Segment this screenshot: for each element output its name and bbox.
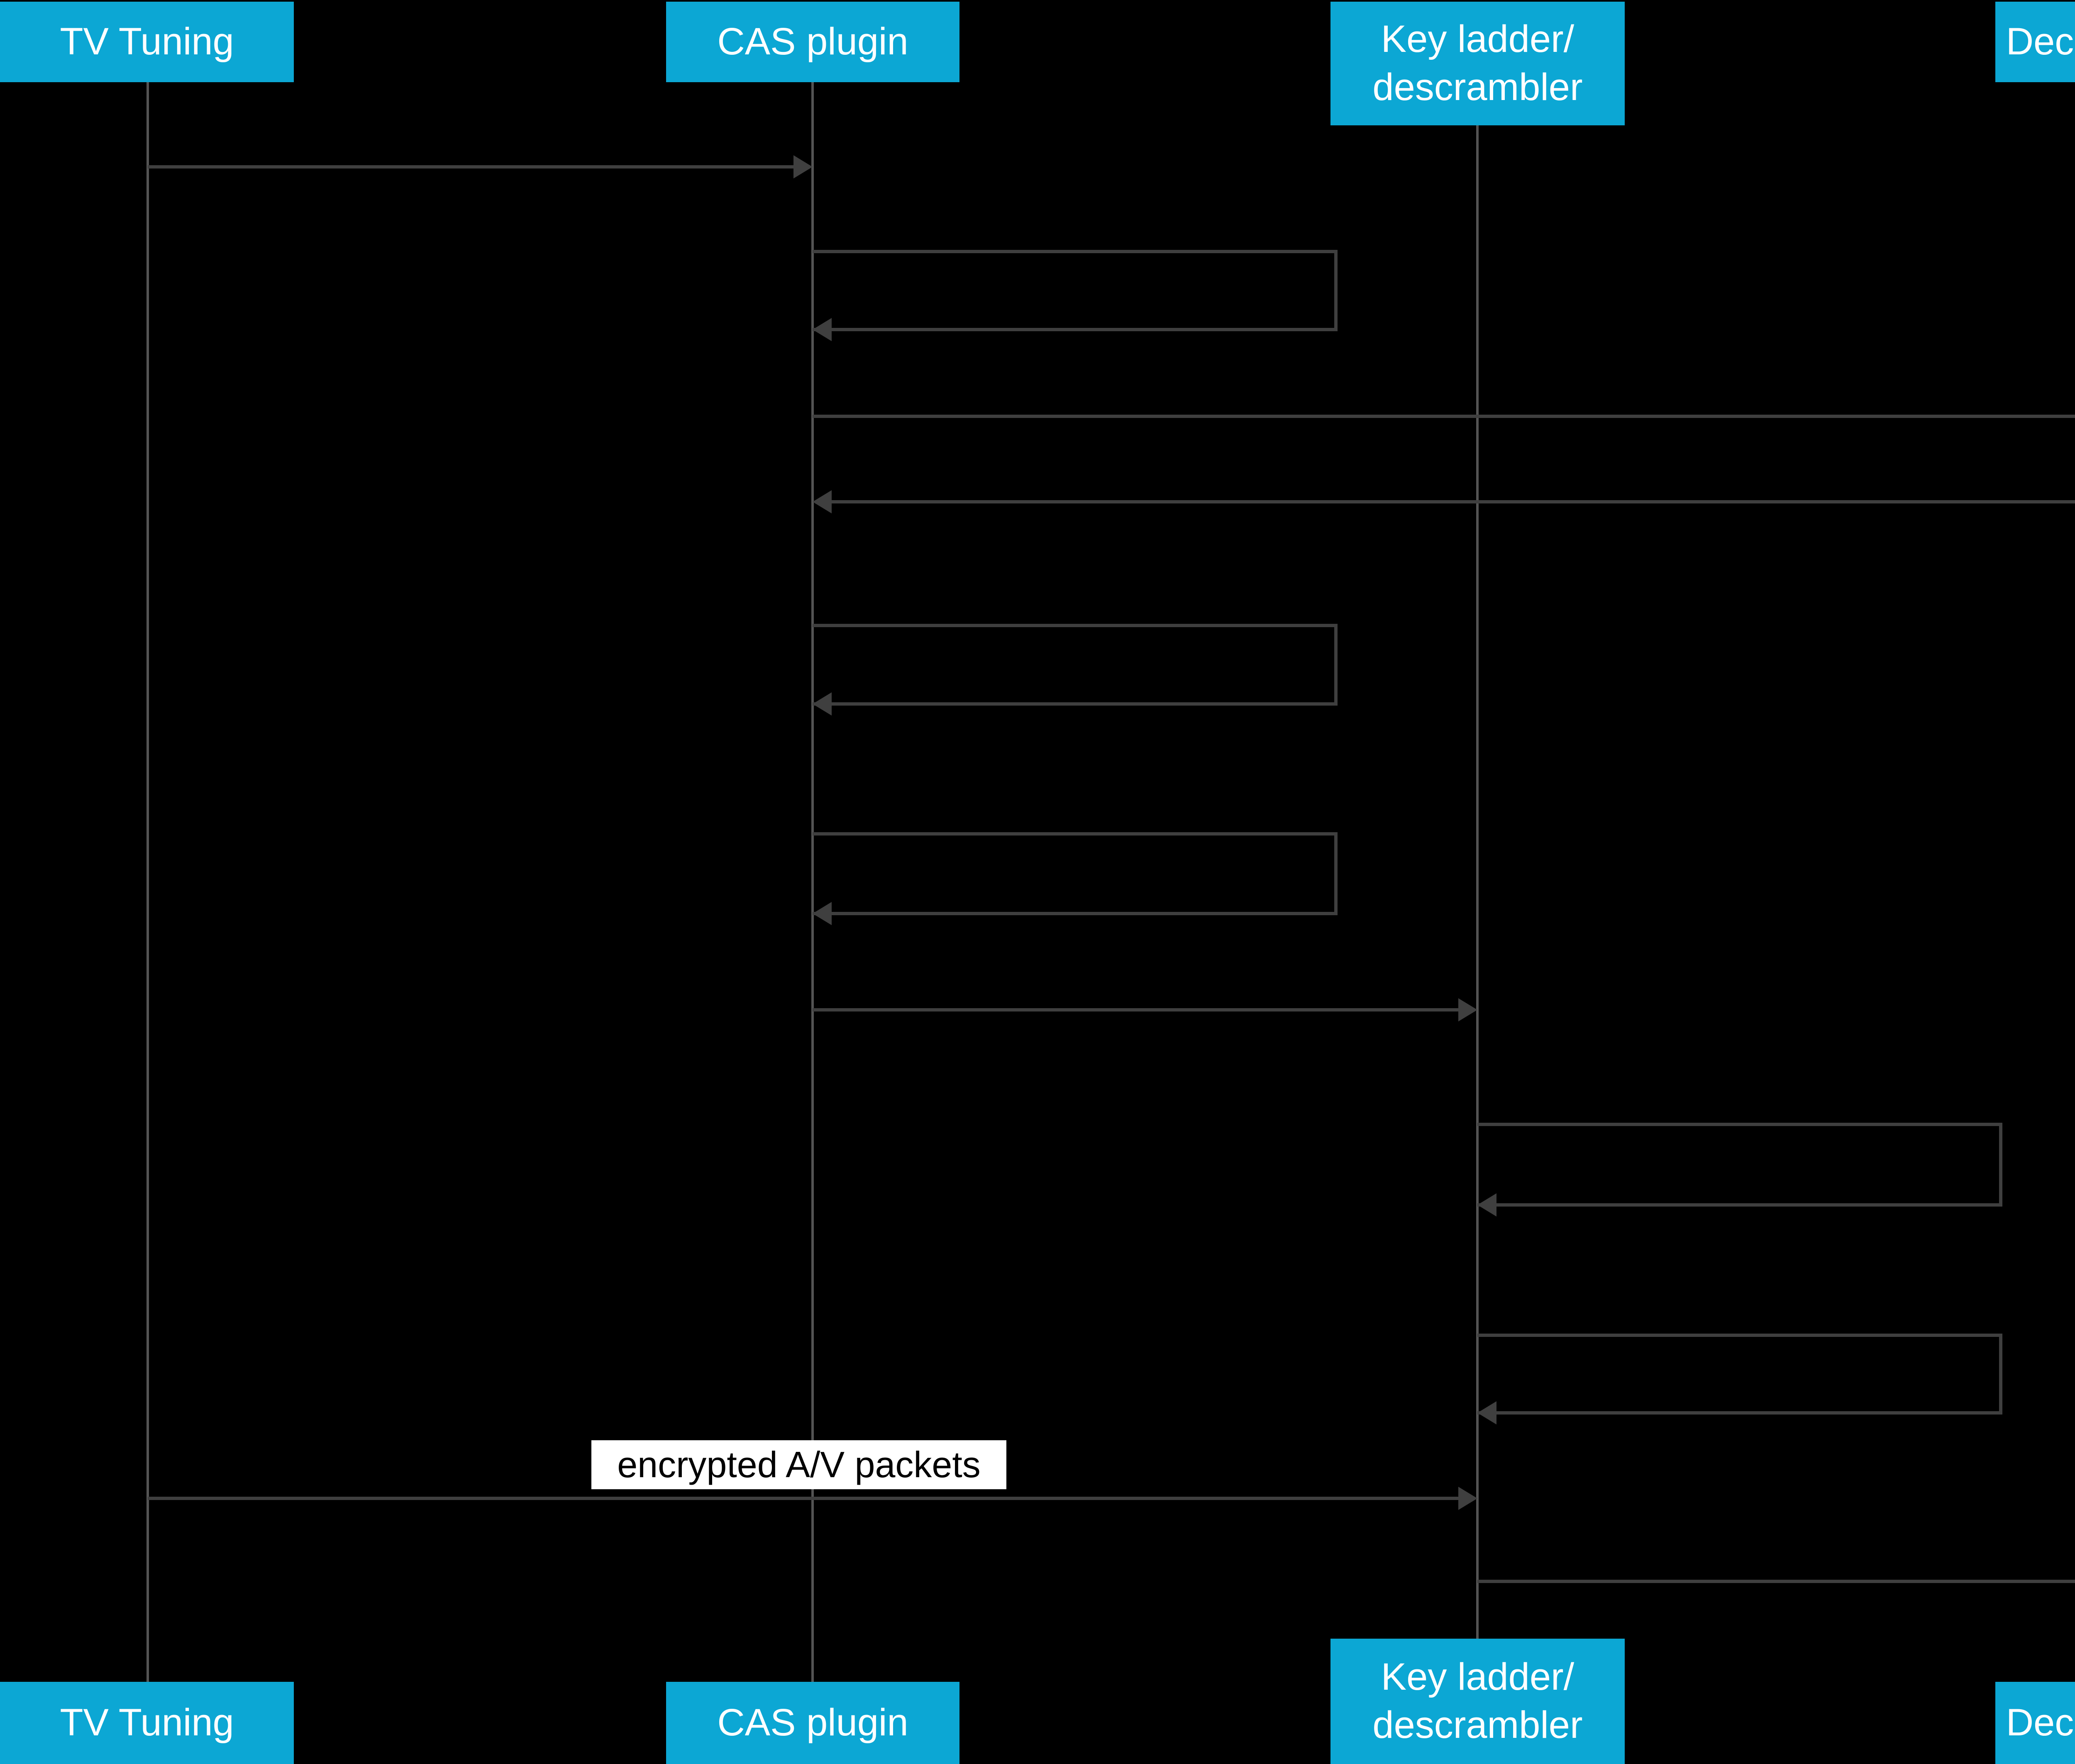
actor-bottom-box-tv-tuning: TV Tuning xyxy=(0,1682,294,1764)
actor-label-cas-plugin: CAS plugin xyxy=(717,1701,908,1744)
msg-1-line xyxy=(148,165,793,169)
msg-11-line xyxy=(1477,1580,2075,1583)
actor-label-decode-display: Decode, display xyxy=(2006,20,2075,63)
actor-bottom-box-key-ladder-descrambler: Key ladder/descrambler xyxy=(1330,1639,1625,1764)
msg-6-arrowhead xyxy=(813,902,832,925)
msg-5-self-loop xyxy=(813,624,1338,706)
msg-9-self-loop xyxy=(1477,1334,2002,1415)
msg-8-arrowhead xyxy=(1477,1193,1496,1217)
msg-3-line xyxy=(813,415,2075,418)
actor-bottom-box-decode-display: Decode, display xyxy=(1995,1682,2075,1764)
msg-8-self-loop xyxy=(1477,1123,2002,1207)
msg-2-self-loop xyxy=(813,250,1338,331)
msg-4-line xyxy=(832,500,2075,503)
msg-10-line xyxy=(148,1497,1458,1500)
msg-6-self-loop xyxy=(813,832,1338,915)
actor-top-box-decode-display: Decode, display xyxy=(1995,2,2075,82)
lifeline-key-ladder-descrambler xyxy=(1476,125,1479,1639)
msg-7-arrowhead xyxy=(1458,998,1477,1021)
actor-top-box-cas-plugin: CAS plugin xyxy=(666,2,959,82)
msg-4-arrowhead xyxy=(813,490,832,513)
actor-label-cas-plugin: CAS plugin xyxy=(717,20,908,63)
msg-1-arrowhead xyxy=(793,155,813,178)
lifeline-cas-plugin xyxy=(811,82,814,1682)
actor-label-tv-tuning: TV Tuning xyxy=(60,1701,234,1744)
msg-10-arrowhead xyxy=(1458,1487,1477,1510)
msg-7-line xyxy=(813,1008,1458,1011)
actor-label-key-ladder-descrambler: descrambler xyxy=(1372,1704,1583,1746)
actor-top-box-key-ladder-descrambler: Key ladder/descrambler xyxy=(1330,2,1625,125)
actor-label-key-ladder-descrambler: Key ladder/ xyxy=(1381,1656,1575,1698)
message-label-encrypted-av-packets: encrypted A/V packets xyxy=(591,1440,1006,1489)
actor-label-decode-display: Decode, display xyxy=(2006,1701,2075,1744)
msg-5-arrowhead xyxy=(813,692,832,716)
msg-2-arrowhead xyxy=(813,318,832,341)
actor-label-tv-tuning: TV Tuning xyxy=(60,20,234,63)
actor-top-box-tv-tuning: TV Tuning xyxy=(0,2,294,82)
msg-9-arrowhead xyxy=(1477,1401,1496,1424)
actor-label-key-ladder-descrambler: descrambler xyxy=(1372,66,1583,108)
actor-label-key-ladder-descrambler: Key ladder/ xyxy=(1381,18,1575,61)
actor-bottom-box-cas-plugin: CAS plugin xyxy=(666,1682,959,1764)
lifeline-tv-tuning xyxy=(146,82,149,1682)
